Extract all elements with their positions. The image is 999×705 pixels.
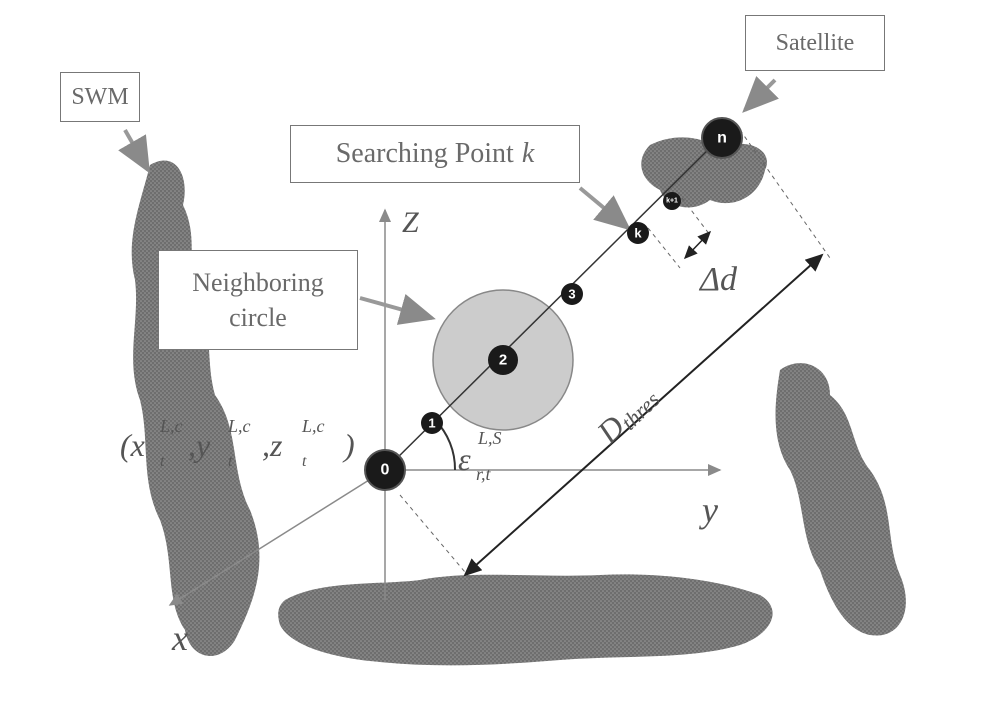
point-0: 0 — [365, 450, 405, 490]
swm-blob-right — [776, 363, 906, 635]
svg-text:k: k — [634, 226, 642, 241]
satellite-pointer — [745, 80, 775, 110]
swm-blob-bottom — [278, 574, 772, 665]
angle-label: ε L,S r,t — [458, 428, 502, 484]
d-thres-label: D thres — [589, 377, 664, 452]
svg-text:,y: ,y — [188, 427, 211, 463]
swm-pointer — [125, 130, 148, 170]
svg-text:(x: (x — [120, 427, 145, 463]
dotted-projection-4 — [648, 228, 680, 268]
svg-text:t: t — [228, 453, 233, 470]
point-n: n — [702, 118, 742, 158]
svg-text:n: n — [717, 130, 727, 147]
delta-d-arrow — [685, 232, 710, 258]
point-k: k — [627, 222, 649, 244]
svg-text:k+1: k+1 — [666, 198, 678, 205]
svg-text:t: t — [302, 453, 307, 470]
point-k-plus-1: k+1 — [663, 192, 681, 210]
satellite-label: Satellite — [776, 30, 855, 57]
satellite-callout: Satellite — [745, 15, 885, 71]
svg-text:,z: ,z — [262, 427, 283, 463]
svg-text:L,c: L,c — [227, 416, 251, 436]
searching-point-callout: Searching Point k — [290, 125, 580, 183]
dotted-projection-1 — [400, 495, 470, 578]
swm-label: SWM — [71, 84, 128, 111]
searching-point-pointer — [580, 188, 628, 228]
svg-text:2: 2 — [499, 352, 507, 369]
point-2: 2 — [488, 345, 518, 375]
swm-callout: SWM — [60, 72, 140, 122]
delta-d-label: Δd — [698, 261, 738, 298]
swm-blob-left — [132, 161, 260, 656]
searching-point-label: Searching Point — [336, 138, 514, 170]
svg-text:L,c: L,c — [301, 416, 325, 436]
svg-text:r,t: r,t — [476, 464, 492, 484]
svg-text:L,c: L,c — [159, 416, 183, 436]
neighboring-circle-label: Neighboring circle — [173, 265, 343, 335]
svg-text:3: 3 — [568, 287, 575, 302]
dotted-projection-2 — [740, 130, 830, 258]
point-1: 1 — [421, 412, 443, 434]
axis-x-label: x — [171, 618, 188, 658]
svg-text:1: 1 — [428, 416, 435, 431]
svg-text:t: t — [160, 453, 165, 470]
svg-text:ε: ε — [458, 441, 471, 477]
svg-text:): ) — [342, 427, 355, 463]
axis-z-label: Z — [402, 206, 419, 239]
svg-text:L,S: L,S — [477, 428, 502, 448]
searching-point-var: k — [522, 138, 534, 170]
axis-y-label: y — [699, 490, 718, 530]
neighboring-circle-callout: Neighboring circle — [158, 250, 358, 350]
neighboring-circle-pointer — [360, 298, 432, 318]
svg-text:0: 0 — [381, 462, 390, 479]
point-3: 3 — [561, 283, 583, 305]
